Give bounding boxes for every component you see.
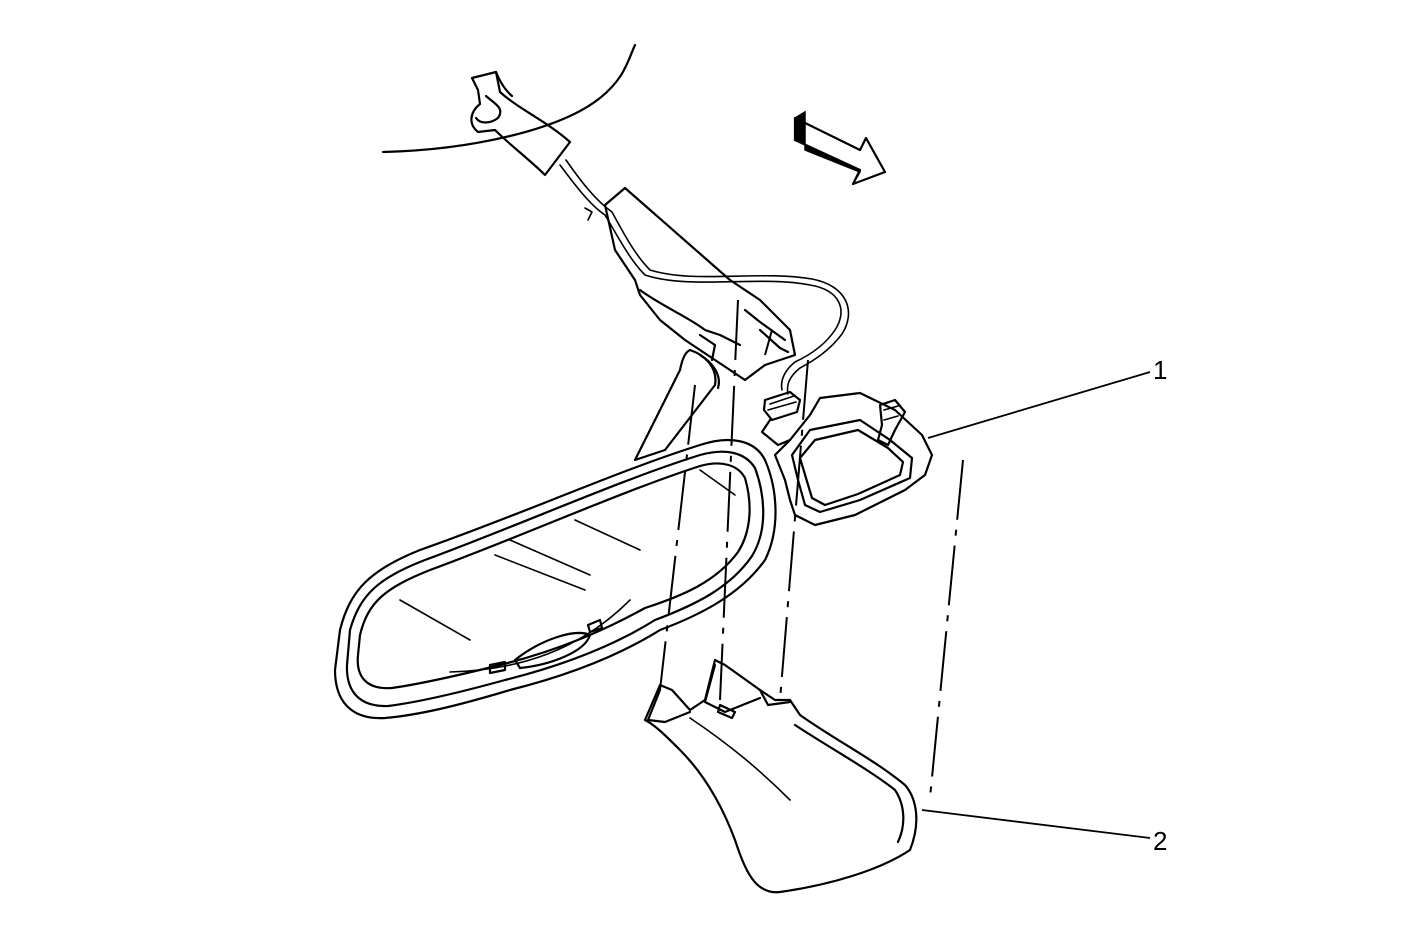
- callout-leaders: [921, 371, 1151, 839]
- mirror-wire-harness: [559, 159, 850, 395]
- callout-1-label: 1: [1153, 355, 1168, 385]
- mirror-support-arm: [603, 186, 797, 462]
- mirror-upper-cover: [773, 391, 934, 527]
- wire-connector: [760, 390, 802, 447]
- callout-2-label: 2: [1153, 826, 1168, 856]
- mirror-mount-bracket: [470, 70, 572, 177]
- rearview-mirror-body: [333, 438, 777, 720]
- mirror-lower-cover: [643, 658, 918, 894]
- forward-arrow-icon: [793, 110, 887, 186]
- alignment-lines: [659, 299, 964, 799]
- windshield-edge: [381, 43, 637, 154]
